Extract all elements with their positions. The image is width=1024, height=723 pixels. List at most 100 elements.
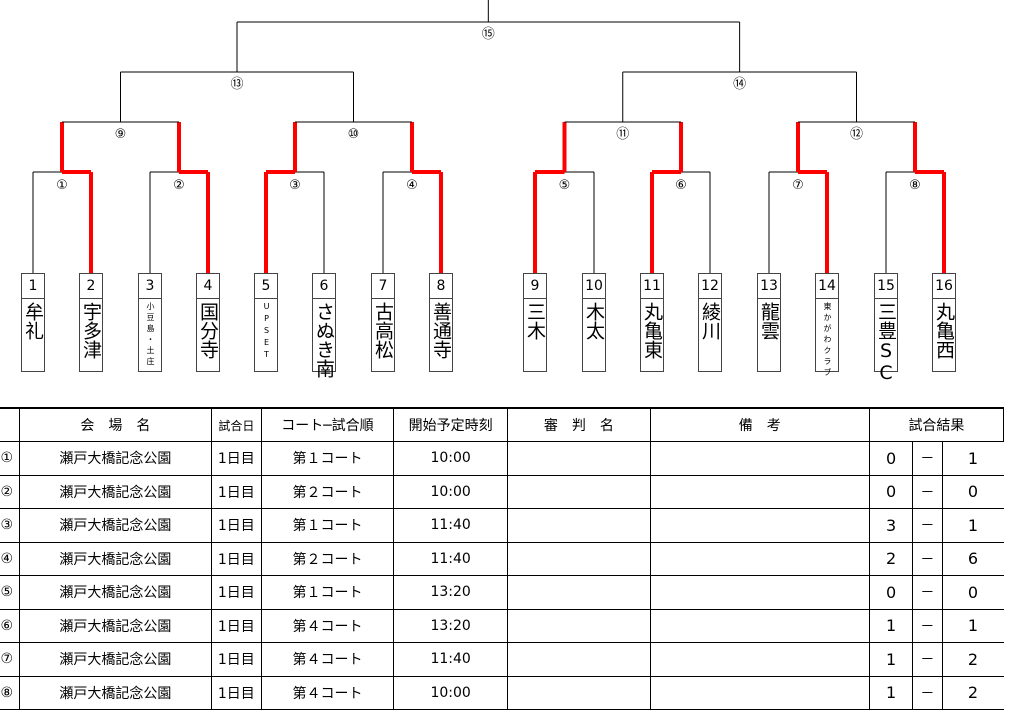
match-no: ④ [0,541,20,576]
team-box: 13 龍雲 [757,273,781,372]
day-cell: 1日目 [210,441,262,476]
court-cell: 第１コート [260,575,394,610]
day-cell: 1日目 [210,642,262,677]
team-number: 15 [875,274,897,299]
day-cell: 1日目 [210,541,262,576]
score-1: 1 [868,642,913,677]
score-dash: － [912,508,943,543]
team-name: 綾川 [699,302,721,340]
team-number: 13 [758,274,780,299]
score-dash: － [912,675,943,710]
score-2: 6 [942,541,1004,576]
score-1: 0 [868,474,913,509]
match-label: ⑬ [230,77,243,92]
header-result: 試合結果 [868,407,1005,442]
venue-cell: 瀬戸大橋記念公園 [19,675,212,710]
team-box: 9 三木 [523,273,547,372]
team-number: 16 [933,274,955,299]
match-label: ⑭ [733,77,746,92]
notes-cell [649,541,870,576]
time-cell: 10:00 [392,675,509,710]
team-name: さぬき南 [313,302,335,378]
day-cell: 1日目 [210,675,262,710]
team-number: 8 [430,274,452,299]
team-name: UPSET [262,302,271,362]
schedule-table: 会 場 名 試合日 コート─試合順 開始予定時刻 審 判 名 備 考 試合結果 … [0,407,1005,710]
notes-cell [649,508,870,543]
team-name: 龍雲 [758,302,780,340]
court-cell: 第２コート [260,541,394,576]
team-number: 3 [139,274,161,299]
score-2: 1 [942,441,1004,476]
team-number: 5 [255,274,277,299]
venue-cell: 瀬戸大橋記念公園 [19,608,212,643]
day-cell: 1日目 [210,608,262,643]
score-1: 1 [868,675,913,710]
notes-cell [649,441,870,476]
match-label: ⑨ [115,127,127,142]
team-number: 14 [816,274,838,299]
header-venue: 会 場 名 [19,407,212,442]
match-label: ⑫ [850,127,863,142]
match-no: ③ [0,508,20,543]
referee-cell [507,441,651,476]
court-cell: 第４コート [260,642,394,677]
match-label: ① [56,178,68,193]
team-name: 三豊SC [875,302,897,384]
team-name: 三木 [524,302,546,340]
team-name: 丸亀東 [641,302,663,359]
match-no: ⑥ [0,608,20,643]
time-cell: 11:40 [392,541,509,576]
time-cell: 11:40 [392,642,509,677]
team-number: 12 [699,274,721,299]
referee-cell [507,642,651,677]
team-box: 16 丸亀西 [932,273,956,372]
venue-cell: 瀬戸大橋記念公園 [19,575,212,610]
match-label: ⑧ [909,178,921,193]
time-cell: 13:20 [392,608,509,643]
team-name: 宇多津 [80,302,102,359]
time-cell: 11:40 [392,508,509,543]
team-box: 15 三豊SC [874,273,898,384]
team-name: 東かがわクラブ [823,302,832,379]
notes-cell [649,474,870,509]
court-cell: 第４コート [260,675,394,710]
day-cell: 1日目 [210,474,262,509]
team-name: 牟礼 [22,302,44,340]
score-1: 2 [868,541,913,576]
team-box: 14 東かがわクラブ [815,273,839,379]
team-number: 2 [80,274,102,299]
score-dash: － [912,541,943,576]
match-label: ② [173,178,185,193]
team-name: 丸亀西 [933,302,955,359]
table-header-row: 会 場 名 試合日 コート─試合順 開始予定時刻 審 判 名 備 考 試合結果 [0,407,1005,442]
notes-cell [649,642,870,677]
score-dash: － [912,575,943,610]
referee-cell [507,608,651,643]
venue-cell: 瀬戸大橋記念公園 [19,508,212,543]
time-cell: 10:00 [392,474,509,509]
score-1: 0 [868,575,913,610]
team-number: 6 [313,274,335,299]
court-cell: 第２コート [260,474,394,509]
match-label: ③ [289,178,301,193]
match-no: ⑦ [0,642,20,677]
match-label: ⑪ [616,127,629,142]
team-number: 11 [641,274,663,299]
header-notes: 備 考 [649,407,870,442]
venue-cell: 瀬戸大橋記念公園 [19,642,212,677]
notes-cell [649,675,870,710]
team-name: 善通寺 [430,302,452,359]
team-box: 2 宇多津 [79,273,103,372]
team-number: 9 [524,274,546,299]
court-cell: 第１コート [260,508,394,543]
